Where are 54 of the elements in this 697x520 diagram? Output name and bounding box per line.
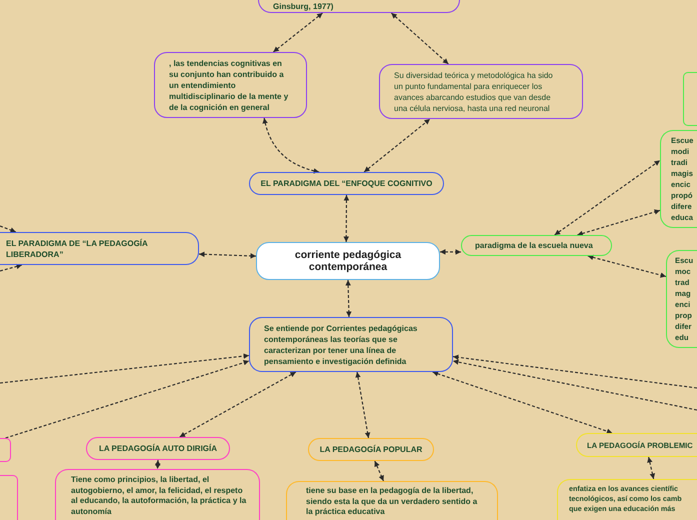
topic-text: EL PARADIGMA DEL “ENFOQUE COGNITIVO: [260, 178, 432, 189]
topic-box: [461, 235, 612, 256]
topic-box: [86, 437, 230, 460]
topic-box: [249, 172, 444, 195]
connector-arrow: [272, 12, 323, 52]
connector-arrow: [154, 460, 161, 470]
connector-arrow: [0, 225, 16, 233]
topic-box: [55, 469, 260, 520]
topic-text: Tiene como principios, la libertad, el autogobierno, el amor, la felicidad, el respeto al educando, la autoformación, la práctica y la autonomía: [71, 475, 248, 517]
topic-text: EL PARADIGMA DE “LA PEDAGOGÍA LIBERADORA”: [6, 238, 148, 260]
topic-text: Su diversidad teórica y metodológica ha sido un punto fundamental para enriquecer los avances abarcando estudios que van desde una célula nerviosa, hasta una red neuronal: [394, 70, 554, 114]
connector-arrow: [432, 371, 612, 434]
topic-text: tiene su base en la pedagogía de la libertad, siendo esta la que da un verdadero sentido a la práctica educativa: [306, 486, 478, 518]
connector-arrow: [0, 264, 22, 272]
topic-text: Se entiende por Corrientes pedagógicas contemporáneas las teorías que se caracterizan por tener una línea de pensamiento e investigación definida: [264, 322, 418, 366]
topic-box: [308, 438, 434, 461]
connector-arrow: [179, 372, 296, 438]
topic-box: [249, 317, 453, 372]
topic-text: corriente pedagógica contemporánea: [294, 248, 402, 274]
connector-arrow: [577, 209, 660, 236]
topic-box: [0, 232, 199, 265]
central-topic-box: [256, 242, 440, 280]
topic-box: [379, 64, 583, 119]
topic-text: , las tendencias cognitivas en su conjunto han contribuido a un entendimiento multidisciplinario de la mente y de la cognición en general: [169, 58, 290, 112]
topic-text: LA PEDAGOGÍA AUTO DIRIGÍA: [98, 443, 218, 454]
topic-box: [557, 479, 697, 520]
topic-text: paradigma de la escuela nueva: [475, 240, 593, 251]
connector-arrow: [262, 118, 320, 174]
connector-arrow: [5, 360, 250, 439]
connector-arrow: [647, 456, 656, 480]
topic-box: [154, 52, 307, 118]
topic-box: [0, 475, 18, 520]
connector-arrow: [374, 460, 384, 482]
topic-box: [576, 433, 697, 457]
topic-box: [258, 0, 460, 13]
connector-arrow: [452, 354, 697, 389]
topic-text: Ginsburg, 1977): [273, 0, 334, 12]
topic-text: LA PEDAGOGÍA POPULAR: [320, 444, 422, 455]
connector-arrow: [588, 254, 666, 278]
topic-box: [0, 438, 11, 462]
connector-arrow: [343, 195, 350, 242]
connector-arrow: [440, 249, 461, 255]
connector-arrow: [554, 160, 660, 236]
connector-arrow: [198, 252, 256, 259]
topic-box: [683, 72, 697, 126]
topic-box: [660, 130, 697, 228]
connector-arrow: [345, 280, 352, 318]
connector-arrow: [355, 372, 370, 438]
topic-box: [666, 250, 697, 348]
connector-arrow: [452, 359, 697, 411]
connector-arrow: [0, 353, 250, 384]
topic-box: [286, 481, 498, 520]
connector-arrow: [364, 118, 430, 172]
connector-arrow: [390, 12, 449, 64]
